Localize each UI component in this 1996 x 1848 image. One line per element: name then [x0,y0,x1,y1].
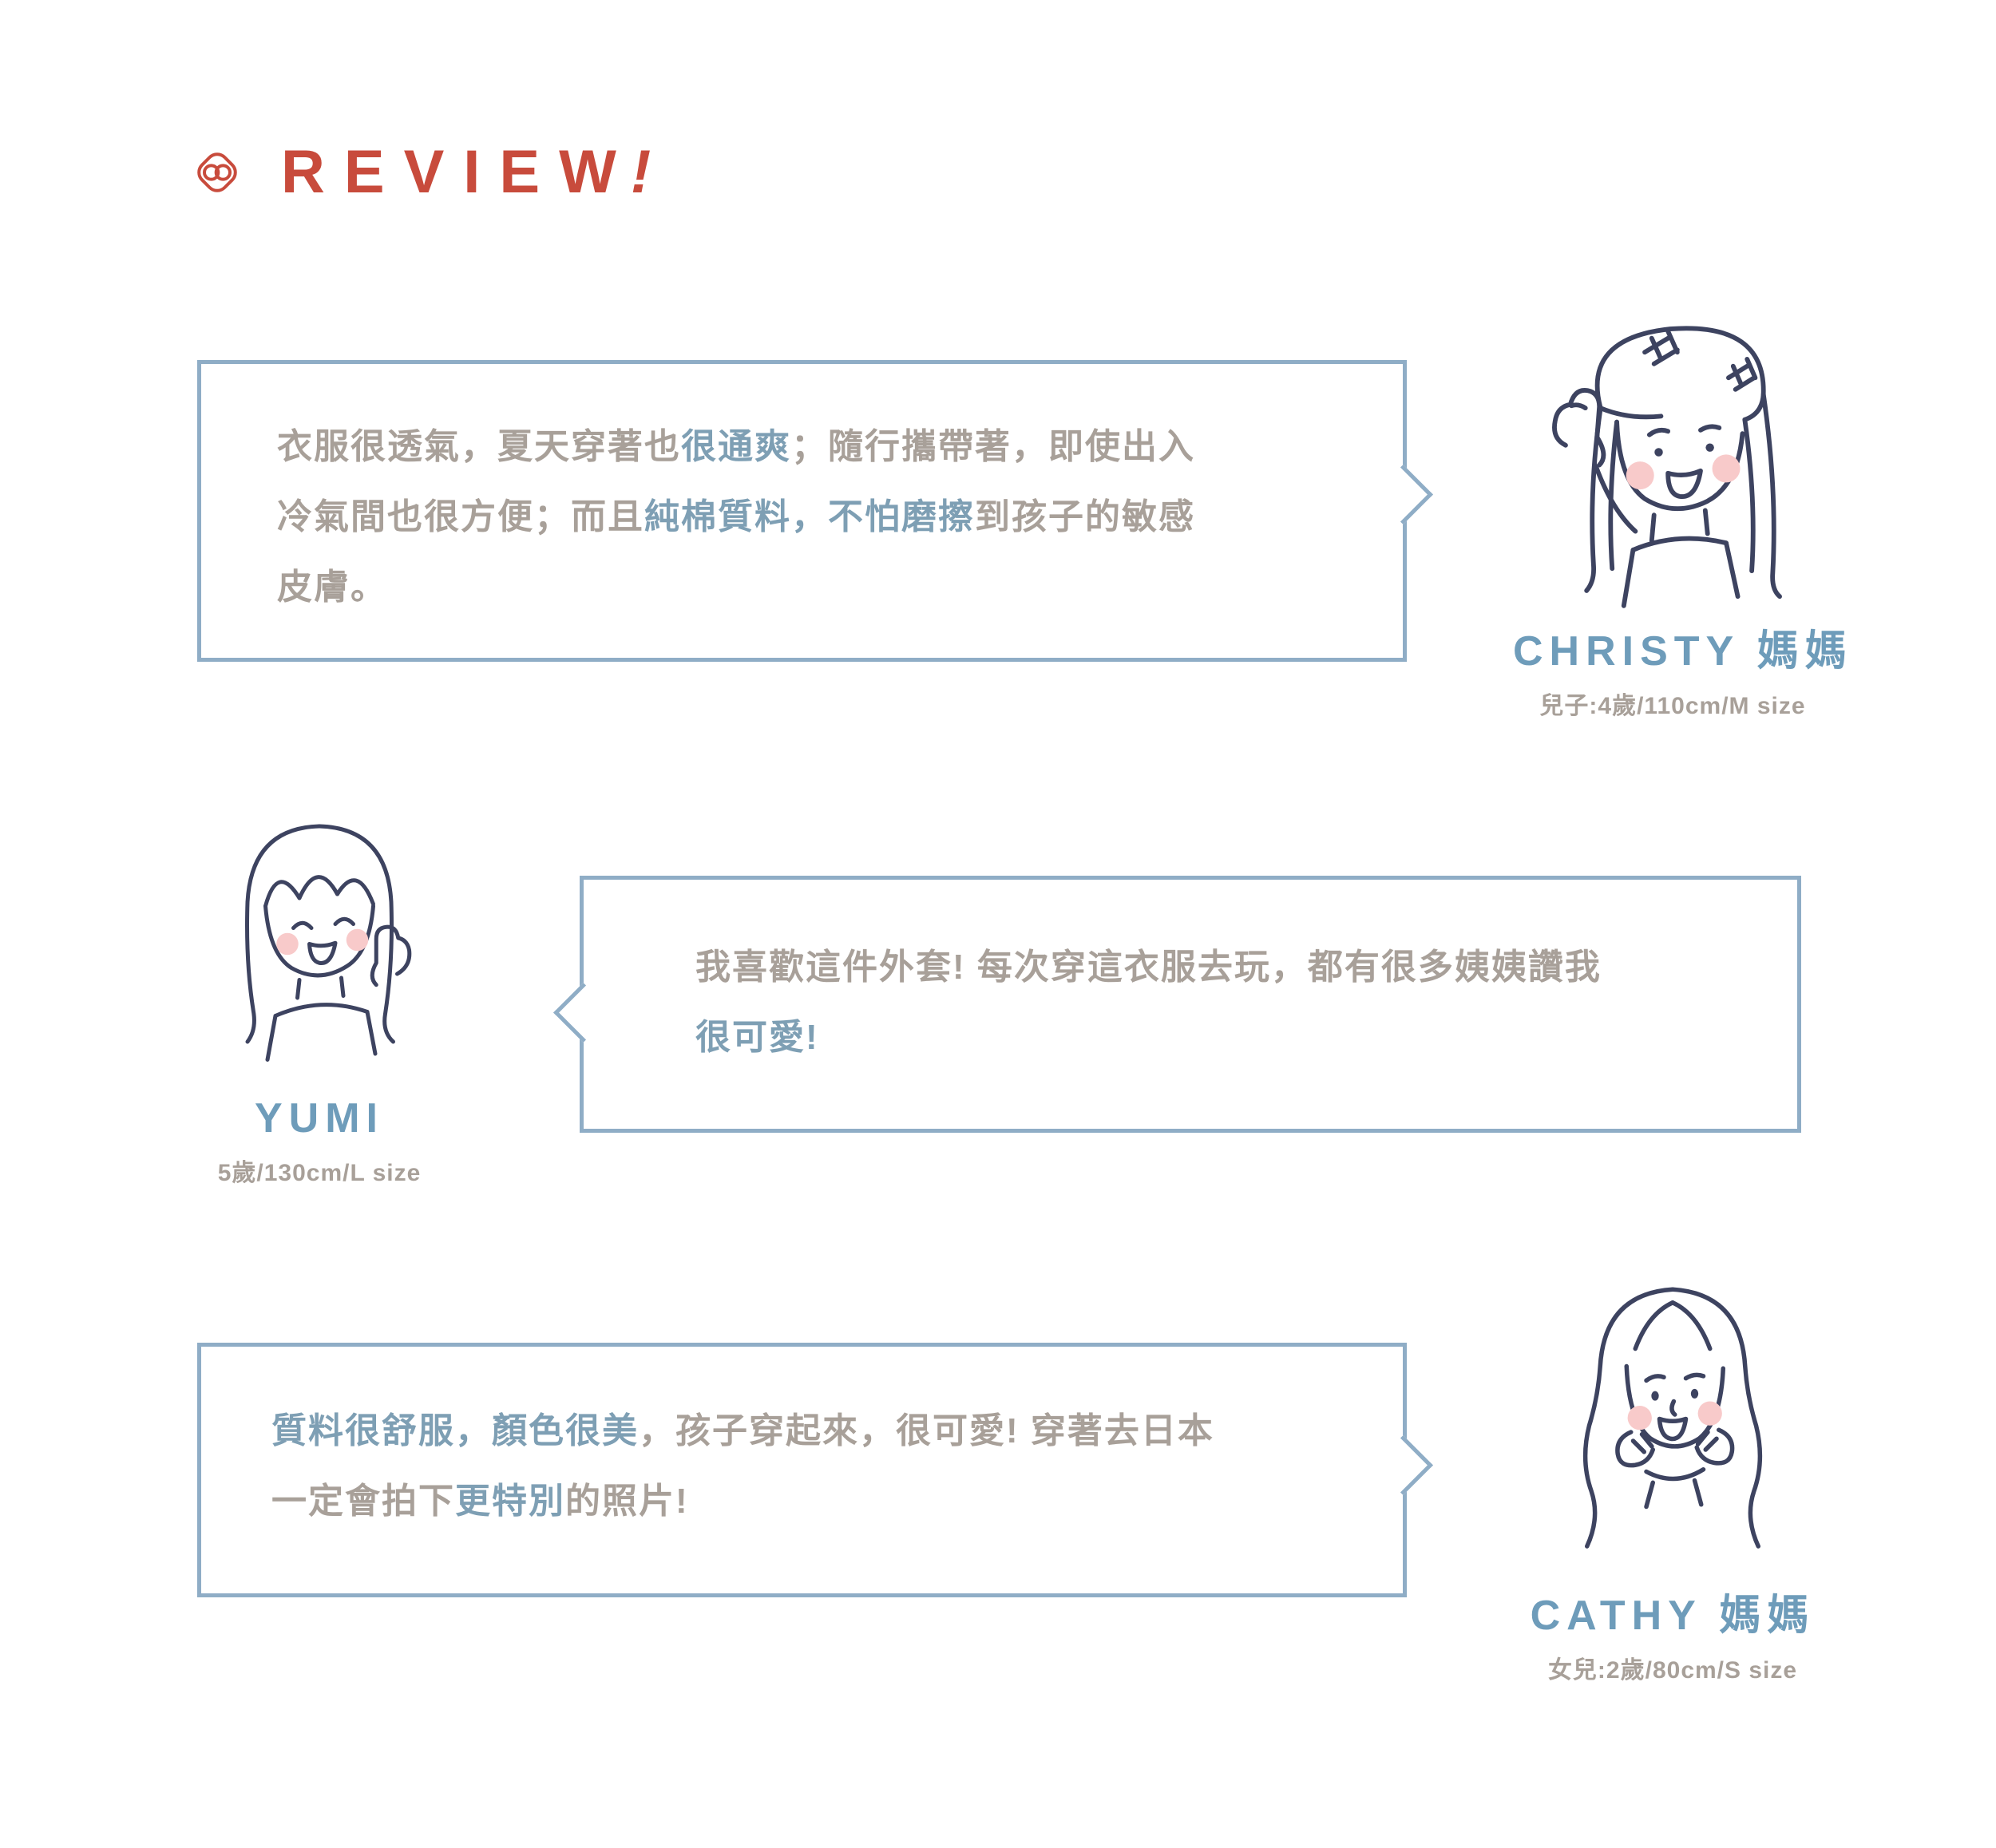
review-text-segment-highlight: 質料很舒服，顏色很美 [271,1411,639,1450]
page-title: REVIEW! [281,142,670,203]
review-text-segment-highlight: 純棉質料，不怕磨擦 [644,497,975,536]
review-text-segment: 的照片! [565,1482,689,1521]
cathy-avatar-illustration [1582,1287,1763,1549]
review-text: 我喜歡這件外套! 每次穿這衣服去玩，都有很多姨姨讚我很可愛! [695,932,1606,1073]
page-title-mark: ! [630,138,671,206]
review-text-segment: 我喜歡這件外套! 每次穿這衣服去玩，都有很多姨姨讚我 [695,948,1602,987]
reviewer-name: CATHY 媽媽 [1530,1593,1816,1639]
reviewer-name: YUMI [255,1095,384,1142]
yumi-avatar-illustration [245,824,412,1062]
bubble-tail-left [553,983,613,1043]
reviewer-detail: 5歲/130cm/L size [217,1160,422,1187]
review-bubble-yumi: 我喜歡這件外套! 每次穿這衣服去玩，都有很多姨姨讚我很可愛! [553,876,1801,1133]
review-text: 衣服很透氣，夏天穿著也很通爽；隨行攜帶著，即使出入冷氣間也很方便；而且純棉質料，… [277,412,1211,623]
review-header: REVIEW! [192,142,670,203]
review-text-segment: 到孩子的敏感皮膚。 [277,497,1195,607]
review-bubble-cathy: 質料很舒服，顏色很美，孩子穿起來，很可愛! 穿著去日本一定會拍下更特別的照片! [197,1343,1433,1597]
reviewer-cathy: CATHY 媽媽 女兒:2歲/80cm/S size [1513,1265,1832,1685]
bubble-tail-right [1373,1435,1433,1495]
review-text-segment: ；隨行攜帶著，即使出入冷氣間也很方便；而且 [277,427,1195,536]
review-text-segment: 衣服很透氣，夏天穿著也 [277,427,681,466]
reviewer-name: CHRISTY 媽媽 [1513,628,1853,675]
knot-crest-icon [197,152,237,192]
review-bubble-christy: 衣服很透氣，夏天穿著也很通爽；隨行攜帶著，即使出入冷氣間也很方便；而且純棉質料，… [197,360,1433,662]
reviewer-yumi: YUMI 5歲/130cm/L size [164,802,475,1188]
review-text: 質料很舒服，顏色很美，孩子穿起來，很可愛! 穿著去日本一定會拍下更特別的照片! [271,1396,1218,1537]
christy-avatar-illustration [1552,326,1782,608]
reviewer-detail: 兒子:4歲/110cm/M size [1539,693,1806,720]
bubble-tail-right [1373,465,1433,524]
reviewer-christy: CHRISTY 媽媽 兒子:4歲/110cm/M size [1513,303,1853,721]
reviewer-detail: 女兒:2歲/80cm/S size [1547,1657,1798,1684]
page-title-text: REVIEW [281,138,636,206]
review-text-segment-highlight: 很通爽 [681,427,791,466]
review-text-segment-highlight: 更特別 [455,1482,565,1521]
review-text-segment-highlight: 很可愛! [695,1018,819,1057]
review-text-segment: ，孩子穿起來，很可愛! 穿著去日本一定會拍下 [271,1411,1214,1521]
